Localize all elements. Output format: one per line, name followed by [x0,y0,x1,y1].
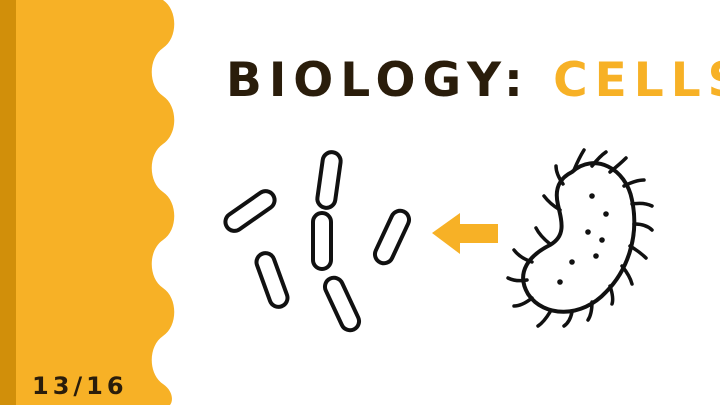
rod-bacteria-icon [223,150,412,333]
cell-body [521,161,637,314]
title-main: BIOLOGY: [226,53,554,108]
wavy-band-fill [0,0,175,405]
bacterium-cell-icon [506,148,654,328]
title-accent: CELLS [553,53,720,108]
rod-bacterium [311,211,333,271]
cell-granules [557,193,609,285]
bacteria-illustration [223,148,654,333]
slide-title: BIOLOGY: CELLS [226,50,720,112]
decorative-wavy-band [0,0,175,405]
left-arrow-icon [432,213,498,254]
slide-number: 13/16 [32,372,128,400]
rod-bacterium [254,251,290,309]
cell-flagella [506,148,654,328]
dark-edge-stripe [0,0,16,405]
rod-bacterium [322,275,362,333]
rod-bacterium [315,150,343,210]
rod-bacterium [223,189,277,233]
rod-bacterium [372,208,412,266]
